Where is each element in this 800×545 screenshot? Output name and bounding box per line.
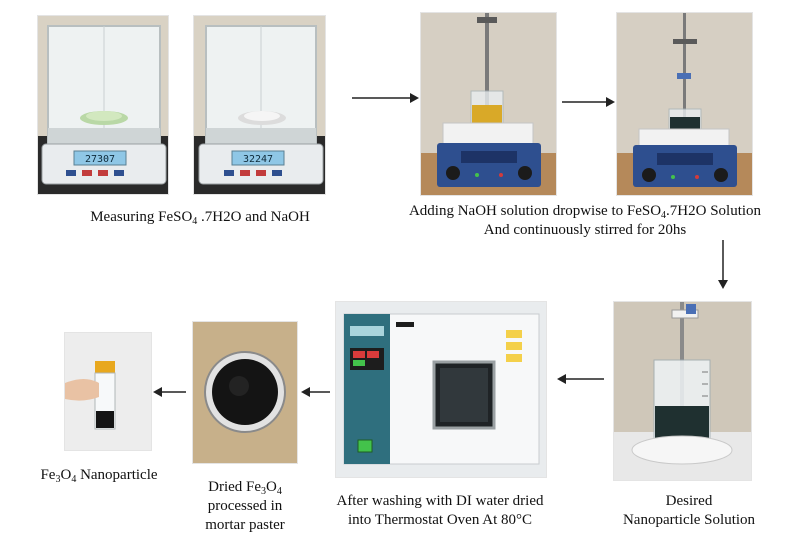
balance-scale-icon: 27307: [38, 16, 168, 194]
photo-beaker-solution: [613, 301, 752, 481]
caption-oven: After washing with DI water dried into T…: [336, 493, 544, 528]
photo-hotplate-yellow: [420, 12, 557, 196]
photo-scale-naoh: 32247: [193, 15, 326, 195]
scale1-readout: 27307: [85, 154, 115, 165]
arrow-right-2: [562, 97, 615, 107]
caption-adding-line1: Adding NaOH solution dropwise to FeSO4.7…: [408, 203, 762, 221]
balance-scale-icon: 32247: [194, 16, 325, 194]
caption-adding: Adding NaOH solution dropwise to FeSO4.7…: [374, 202, 796, 240]
arrow-down: [718, 240, 728, 289]
caption-dried: Dried Fe3O4 processed in mortar paster: [180, 478, 310, 535]
mortar-icon: [193, 322, 297, 463]
thermostat-oven-icon: [336, 302, 546, 477]
scale2-readout: 32247: [243, 154, 273, 165]
photo-scale-feso4: 27307: [37, 15, 169, 195]
caption-nanoparticle: Fe3O4 Nanoparticle: [40, 467, 158, 485]
vial-icon: [65, 333, 151, 450]
photo-hotplate-dark: [616, 12, 753, 196]
arrow-left-2: [301, 387, 330, 397]
caption-desired: Desired Nanoparticle Solution: [622, 493, 756, 528]
caption-dried-line1: Dried Fe3O4: [208, 479, 282, 497]
caption-measuring: Measuring FeSO4 .7H2O and NaOH: [90, 209, 310, 227]
photo-thermostat-oven: [335, 301, 547, 478]
hotplate-stirrer-icon: [421, 13, 556, 195]
arrow-right-1: [352, 93, 419, 103]
hotplate-stirrer-icon: [617, 13, 752, 195]
photo-vial: [64, 332, 152, 451]
photo-mortar-powder: [192, 321, 298, 464]
arrow-left-3: [153, 387, 186, 397]
caption-adding-line2: And continuously stirred for 20hs: [483, 222, 687, 238]
beaker-icon: [614, 302, 751, 480]
arrow-left-1: [557, 374, 604, 384]
